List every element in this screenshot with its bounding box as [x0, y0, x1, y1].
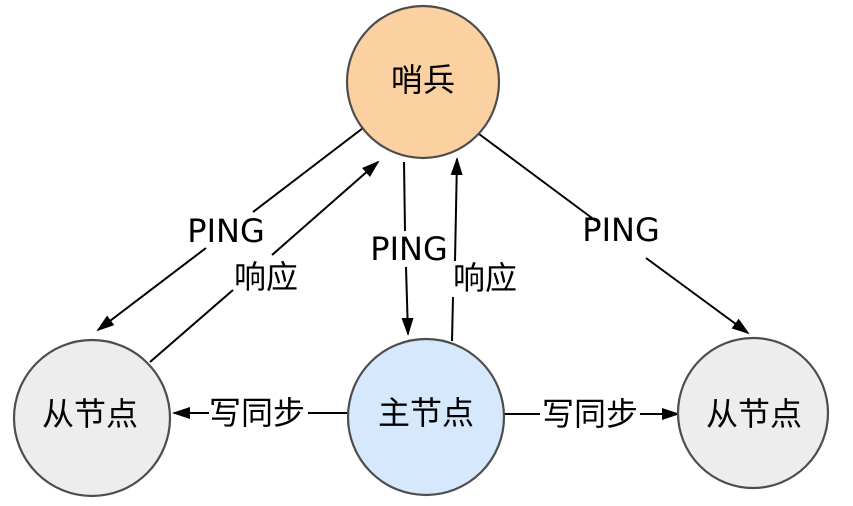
- edge-ping-sentinel-to-right-slave: PING: [478, 133, 750, 335]
- edge-line: [149, 289, 234, 363]
- sentinel-circle: [345, 4, 501, 160]
- edge-line-arrow: [271, 160, 380, 256]
- slave-left-circle: [12, 338, 172, 498]
- edge-line-arrow: [401, 266, 414, 336]
- edge-ping-sentinel-to-left-slave: PING: [96, 127, 364, 332]
- slave-right-circle: [676, 336, 830, 490]
- edge-write-sync-master-to-right-slave: 写同步: [503, 395, 680, 433]
- edge-response-left-slave-to-sentinel: 响应: [149, 160, 380, 363]
- edge-ping-sentinel-to-master: PING: [370, 161, 448, 336]
- master-label: 主节点: [378, 394, 474, 432]
- edge-line: [451, 296, 454, 342]
- edge-line-arrow: [96, 247, 207, 332]
- slave-right-label: 从节点: [706, 395, 802, 433]
- slave-left-label: 从节点: [42, 395, 138, 433]
- sentinel-label: 哨兵: [391, 61, 455, 99]
- edge-line: [252, 127, 364, 213]
- edge-label-ping-right: PING: [582, 211, 659, 249]
- edge-response-master-to-sentinel: 响应: [450, 157, 517, 342]
- edge-write-sync-master-to-left-slave: 写同步: [172, 394, 348, 432]
- edge-label-ping-left: PING: [187, 212, 264, 250]
- edge-label-response-left: 响应: [234, 258, 298, 296]
- node-slave-left: 从节点: [12, 338, 172, 498]
- node-slave-right: 从节点: [676, 336, 830, 490]
- edge-label-response-middle: 响应: [453, 259, 517, 297]
- node-master: 主节点: [346, 337, 506, 497]
- edge-line-arrow: [645, 257, 750, 335]
- edge-line: [478, 133, 597, 222]
- edge-line-arrow: [450, 157, 463, 262]
- edge-label-write-sync-left: 写同步: [209, 394, 305, 432]
- master-circle: [346, 337, 506, 497]
- edge-line: [403, 161, 406, 232]
- edge-label-ping-middle: PING: [370, 230, 447, 268]
- edge-label-write-sync-right: 写同步: [542, 395, 638, 433]
- node-sentinel: 哨兵: [345, 4, 501, 160]
